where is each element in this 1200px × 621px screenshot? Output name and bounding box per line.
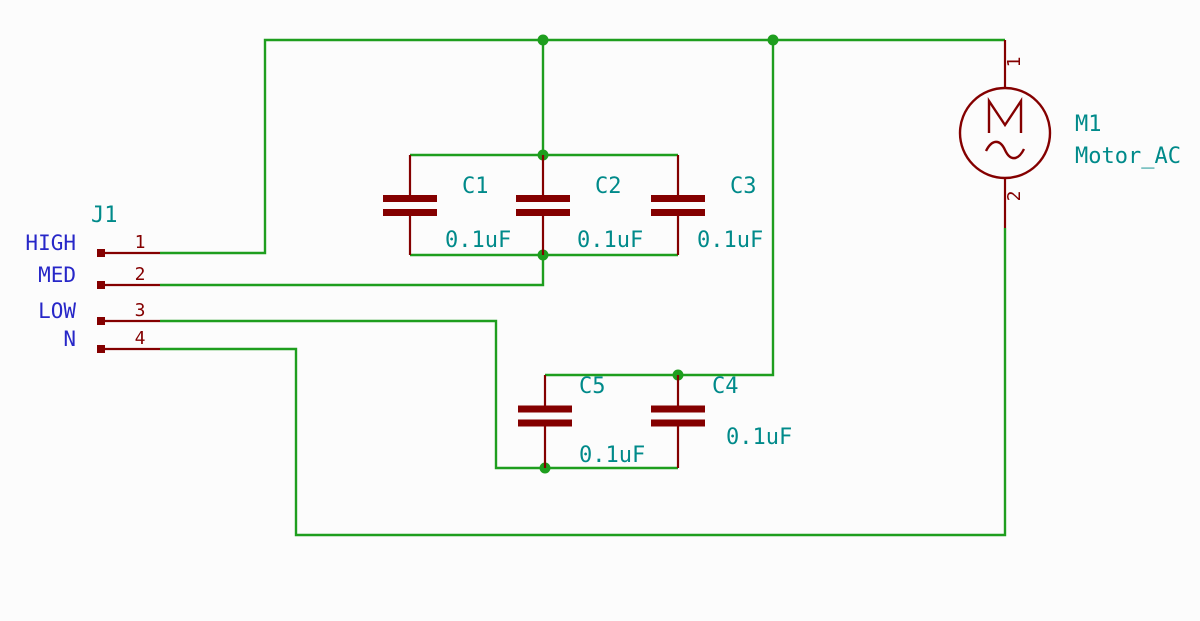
net-label-high[interactable]: HIGH: [25, 231, 76, 255]
pin-endpoint-square: [97, 281, 105, 289]
wire-high-net[interactable]: [160, 38, 1005, 255]
capacitor-c5[interactable]: C5 0.1uF: [518, 374, 645, 468]
motor-pin-number-1: 1: [1004, 57, 1025, 68]
capacitor-value[interactable]: 0.1uF: [579, 443, 645, 468]
connector-pin-4: 4 N: [63, 327, 160, 353]
ac-sine-wave-icon: [984, 140, 1026, 160]
motor-value[interactable]: Motor_AC: [1075, 144, 1181, 169]
wire-n-net[interactable]: [160, 228, 1007, 537]
capacitor-reference[interactable]: C2: [595, 174, 622, 199]
capacitor-value[interactable]: 0.1uF: [445, 228, 511, 253]
motor-body-circle: [958, 86, 1052, 180]
pin-number: 4: [135, 328, 146, 349]
net-label-low[interactable]: LOW: [38, 299, 76, 323]
capacitor-c4[interactable]: C4 0.1uF: [651, 374, 792, 468]
capacitor-reference[interactable]: C5: [579, 374, 606, 399]
motor-letter-m-icon: [987, 97, 1023, 133]
connector-j1[interactable]: J1 1 HIGH 2 MED 3 LOW 4 N: [25, 203, 160, 353]
motor-pin-number-2: 2: [1004, 191, 1025, 202]
pin-endpoint-square: [97, 317, 105, 325]
motor-reference[interactable]: M1: [1075, 112, 1102, 137]
capacitor-reference[interactable]: C1: [462, 174, 489, 199]
capacitor-c3[interactable]: C3 0.1uF: [651, 155, 763, 255]
capacitor-value[interactable]: 0.1uF: [726, 425, 792, 450]
wires: [160, 38, 1007, 537]
wire-low-net[interactable]: [160, 319, 678, 470]
pin-endpoint-square: [97, 345, 105, 353]
capacitor-c1[interactable]: C1 0.1uF: [383, 155, 511, 255]
connector-reference[interactable]: J1: [91, 203, 118, 228]
capacitor-reference[interactable]: C3: [730, 174, 757, 199]
capacitor-value[interactable]: 0.1uF: [697, 228, 763, 253]
pin-number: 2: [135, 264, 146, 285]
capacitor-value[interactable]: 0.1uF: [577, 228, 643, 253]
connector-pin-2: 2 MED: [38, 263, 160, 289]
motor-m1[interactable]: 1 2 M1 Motor_AC: [958, 40, 1181, 228]
junction-dot: [537, 34, 549, 46]
wire-med-net[interactable]: [160, 255, 545, 287]
net-label-n[interactable]: N: [63, 327, 76, 351]
capacitor-c2[interactable]: C2 0.1uF: [516, 155, 643, 255]
connector-pin-3: 3 LOW: [38, 299, 160, 325]
junction-dot: [767, 34, 779, 46]
wire-bottom-bank-feed[interactable]: [545, 40, 775, 377]
pin-number: 1: [135, 232, 146, 253]
pin-endpoint-square: [97, 249, 105, 257]
pin-number: 3: [135, 300, 146, 321]
net-label-med[interactable]: MED: [38, 263, 76, 287]
connector-pin-1: 1 HIGH: [25, 231, 160, 257]
capacitor-reference[interactable]: C4: [712, 374, 739, 399]
